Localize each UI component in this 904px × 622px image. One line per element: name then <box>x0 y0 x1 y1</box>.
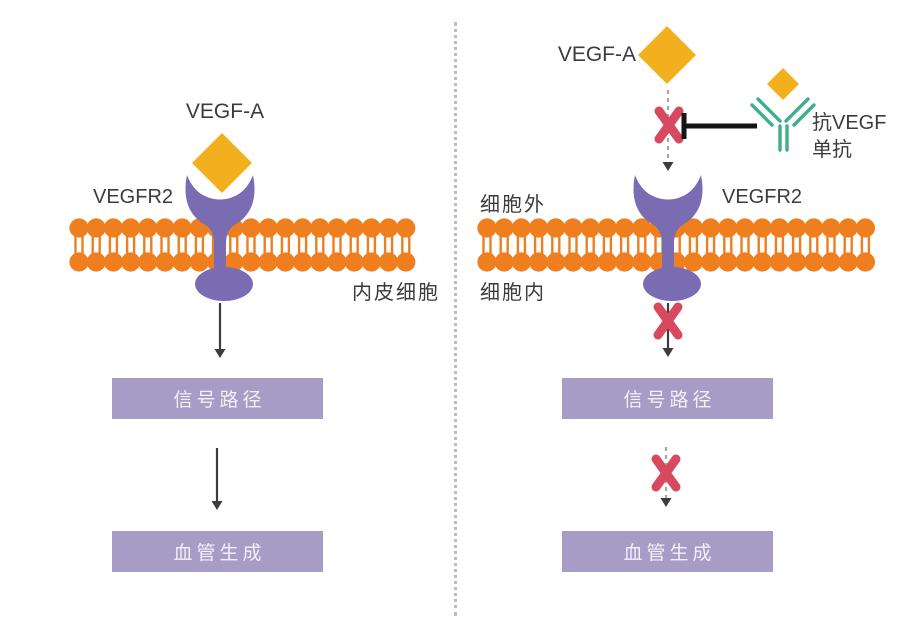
angiogenesis-box-left: 血管生成 <box>112 531 323 572</box>
anti-vegf-antibody-label-line1: 抗VEGF <box>812 112 887 134</box>
red-x-icons <box>651 106 684 492</box>
vegfr2-label-left: VEGFR2 <box>93 186 174 208</box>
y-antibody-icon <box>750 68 816 152</box>
endothelial-cell-label: 内皮细胞 <box>352 282 440 304</box>
receptor-goblet-icon-left <box>185 175 255 301</box>
angiogenesis-box-right: 血管生成 <box>562 531 773 572</box>
extracellular-label: 细胞外 <box>480 194 546 216</box>
panel-divider <box>454 22 457 616</box>
signal-arrows-left <box>211 303 226 510</box>
lipid-bilayer-icon-left <box>69 218 416 272</box>
anti-vegf-antibody-label: 抗VEGF 单抗 <box>812 110 886 164</box>
signal-pathway-box-right: 信号路径 <box>562 378 773 419</box>
vegfa-label-right: VEGF-A <box>557 43 636 66</box>
t-bar-inhibition-icon <box>681 113 757 139</box>
receptor-goblet-icon-right <box>633 175 703 301</box>
vegfr2-label-right: VEGFR2 <box>722 186 803 208</box>
anti-vegf-antibody-label-line2: 单抗 <box>812 139 852 161</box>
intracellular-label: 细胞内 <box>480 282 546 304</box>
vegfa-diamond-icon-left <box>192 133 252 193</box>
vegfa-label-left: VEGF-A <box>185 100 265 123</box>
signal-pathway-box-left: 信号路径 <box>112 378 323 419</box>
vegfa-diamond-icon-right <box>638 26 696 84</box>
